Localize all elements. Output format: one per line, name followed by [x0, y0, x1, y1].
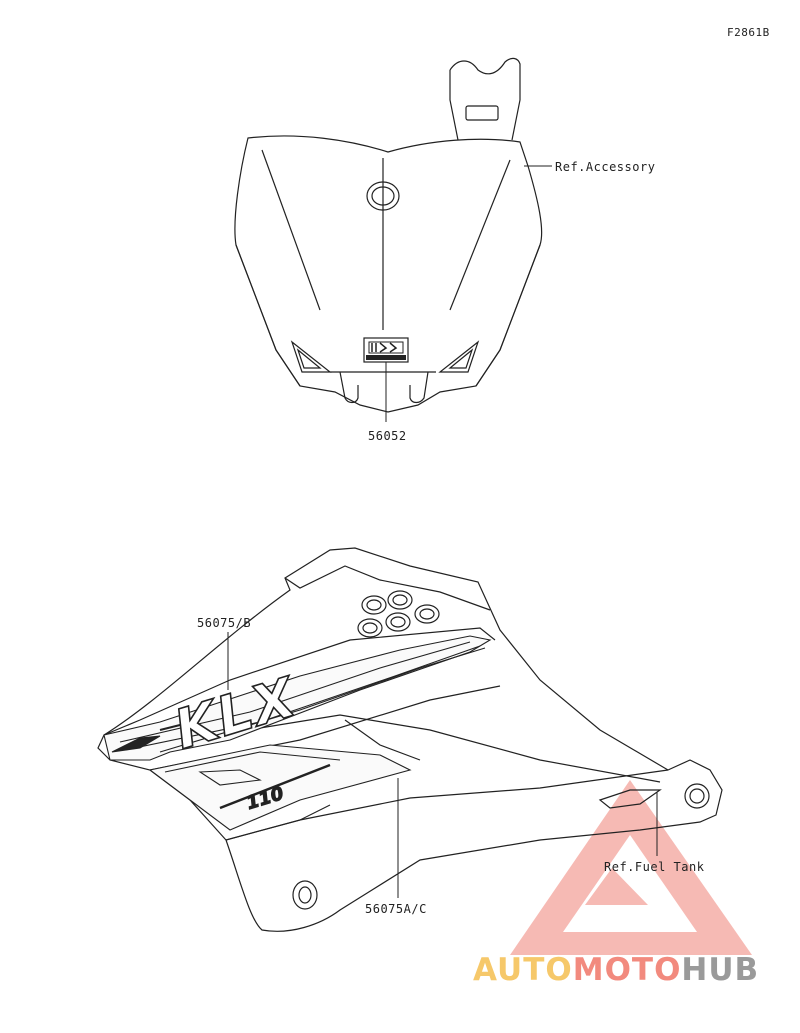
callout-56075-b: 56075/B: [197, 616, 252, 630]
callout-56075-ac: 56075A/C: [365, 902, 427, 916]
klx-decal: [103, 635, 492, 761]
brand-part-hub: HUB: [681, 952, 760, 988]
leader-lines-bottom: [227, 632, 658, 898]
shroud-drawing: [97, 547, 723, 932]
watermark-logo-triangle: [510, 780, 752, 955]
110-decal: 110: [148, 744, 412, 841]
callout-56052: 56052: [368, 429, 407, 443]
callout-ref-fuel-tank: Ref.Fuel Tank: [604, 860, 705, 874]
callout-ref-accessory: Ref.Accessory: [555, 160, 656, 174]
leader-lines-top: [385, 165, 552, 422]
brand-part-moto: MOTO: [572, 952, 682, 988]
number-plate-drawing: [234, 57, 543, 413]
kawasaki-logo-decal: [363, 337, 409, 363]
watermark-brand: AUTOMOTOHUB: [473, 952, 759, 988]
brand-part-auto: AUTO: [473, 952, 573, 988]
figure-id: F2861B: [727, 26, 770, 39]
